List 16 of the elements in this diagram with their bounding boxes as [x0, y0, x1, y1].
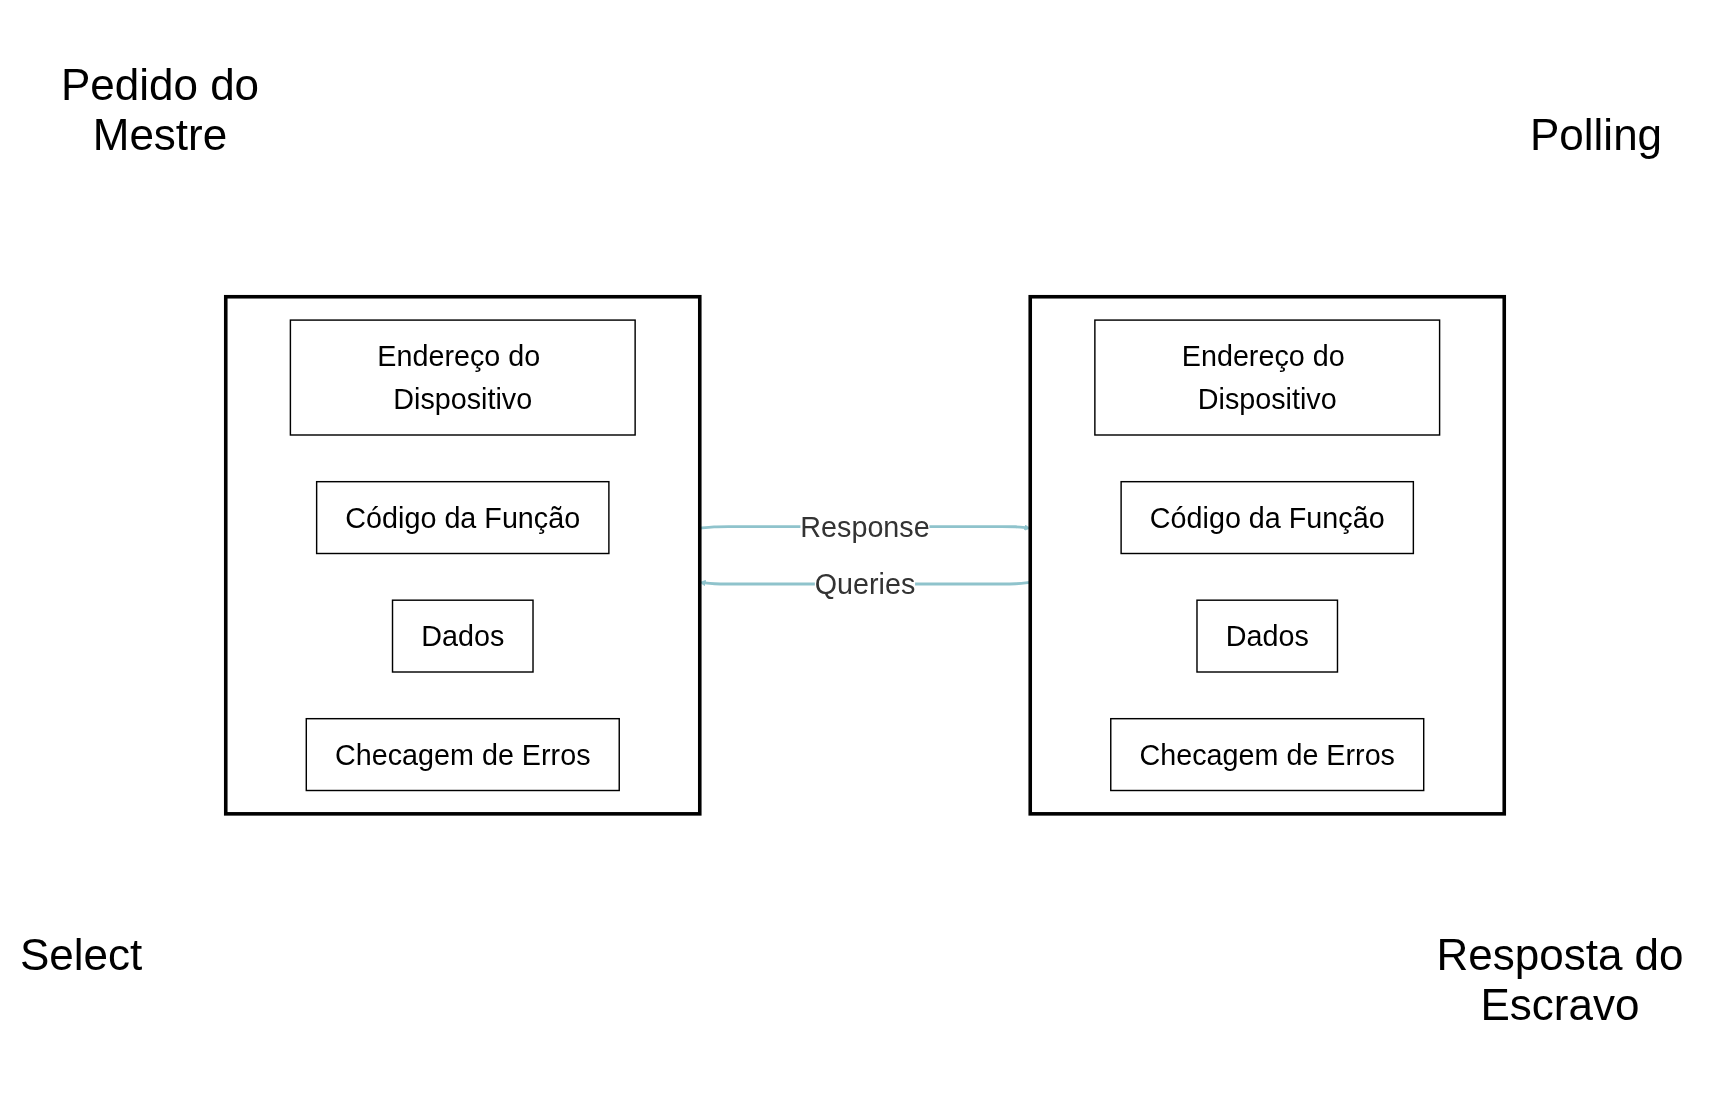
cluster — [1028, 294, 1507, 816]
side-label: Select — [20, 930, 143, 980]
side-label: Pedido do Mestre — [59, 60, 261, 160]
node-box: Código da Função — [315, 480, 610, 554]
side-label: Polling — [1530, 110, 1663, 160]
edge-label: Queries — [814, 567, 916, 600]
node-box: Checagem de Erros — [305, 717, 620, 791]
node-box: Dados — [391, 599, 534, 673]
node-box: Checagem de Erros — [1110, 717, 1425, 791]
side-label: Resposta do Escravo — [1435, 930, 1685, 1030]
node-box: Dados — [1196, 599, 1339, 673]
node-box: Endereço do Dispositivo — [1094, 319, 1441, 436]
edge-label: Response — [800, 510, 930, 543]
cluster — [223, 294, 702, 816]
node-box: Código da Função — [1120, 480, 1415, 554]
node-box: Endereço do Dispositivo — [289, 319, 636, 436]
